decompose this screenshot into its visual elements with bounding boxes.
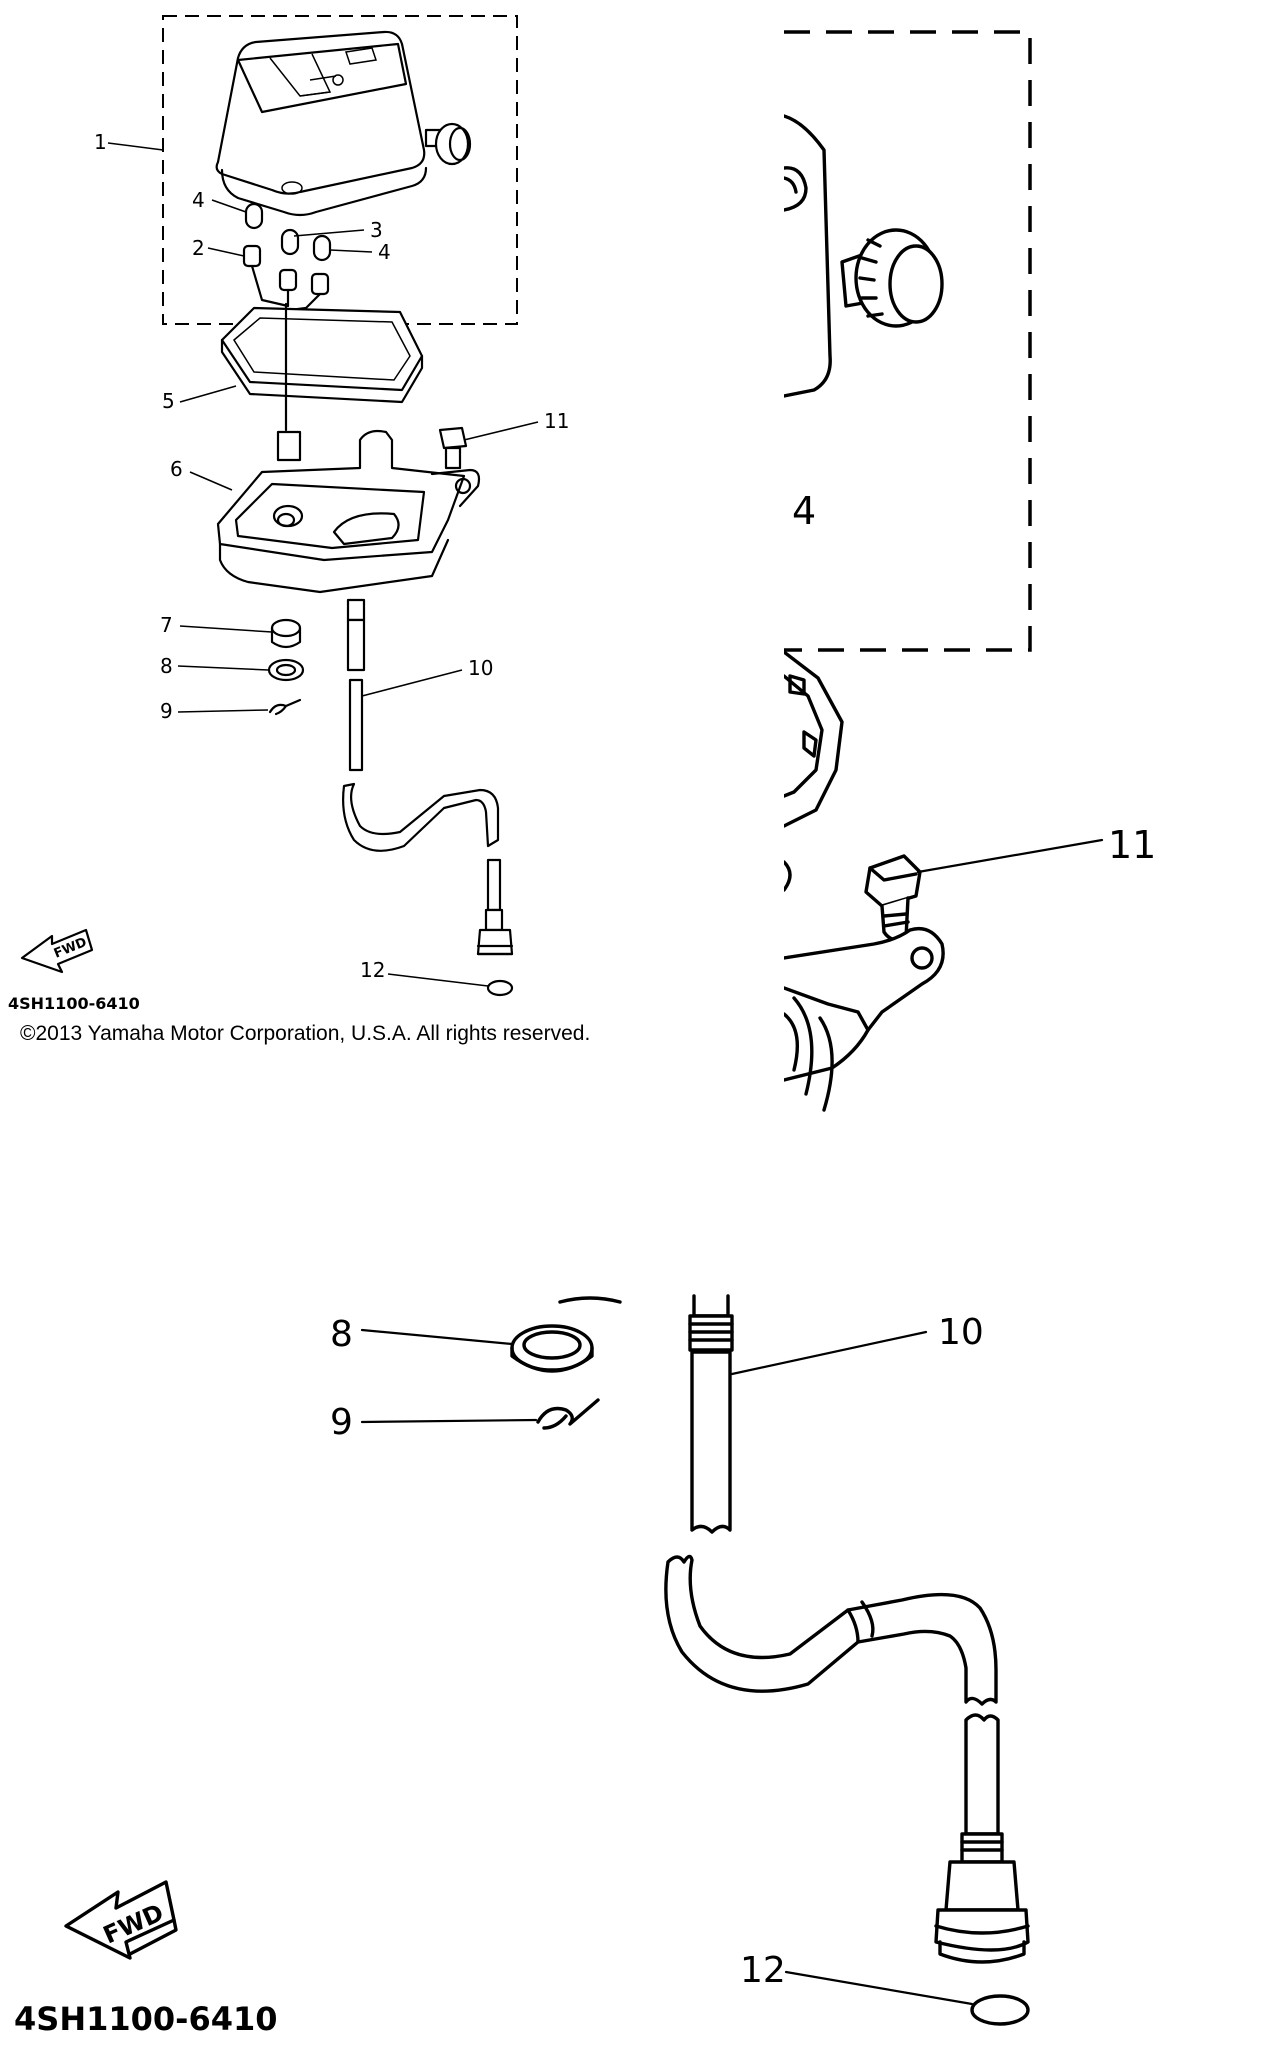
- copyright-notice: ©2013 Yamaha Motor Corporation, U.S.A. A…: [20, 1022, 591, 1045]
- zoom-bolt: [864, 854, 922, 942]
- callout-3: 3: [370, 218, 383, 242]
- callout-9: 9: [160, 699, 173, 723]
- callout-10: 10: [468, 656, 493, 680]
- washer: [267, 658, 305, 682]
- zoom-washer: [510, 1324, 594, 1373]
- callout-7: 7: [160, 613, 173, 637]
- zoom-leader-9: [360, 1418, 538, 1424]
- callout-8: 8: [160, 654, 173, 678]
- zoom-speedometer-cable: [664, 1294, 1030, 1964]
- callout-2: 2: [192, 236, 205, 260]
- zoom-bracket: [784, 860, 945, 1112]
- zoom-callout-12: 12: [740, 1950, 786, 1991]
- meter-cushion: [220, 302, 424, 432]
- bulb-4-right: [312, 234, 332, 262]
- zoom-top-right: 4 11: [784, 0, 1280, 1150]
- zoom-clip: [536, 1398, 600, 1430]
- callout-4-right: 4: [378, 240, 391, 264]
- callout-12: 12: [360, 958, 385, 982]
- o-ring: [486, 979, 514, 997]
- leader-lines: [107, 142, 539, 987]
- callout-11: 11: [544, 409, 569, 433]
- grommet: [270, 618, 302, 649]
- main-diagram-svg: 1 2 3 4 4 5 6 7 8 9 10 11 12 FWD 4SH1100…: [8, 15, 569, 1013]
- callout-4-left: 4: [192, 188, 205, 212]
- zoom-callout-11: 11: [1108, 823, 1156, 867]
- zoom-assembly-box: [784, 30, 1032, 652]
- callout-1: 1: [94, 130, 107, 154]
- zoom-part-code: 4SH1100-6410: [14, 2000, 278, 2038]
- zoom-leader-10: [730, 1330, 928, 1376]
- bulb-sockets: [242, 244, 330, 312]
- zoom-o-ring: [970, 1994, 1030, 2026]
- zoom-leader-11: [916, 838, 1104, 874]
- zoom-bottom-svg: 8 9 10 12 FWD 4SH1100-6410: [14, 1294, 1030, 2038]
- zoom-bottom: 8 9 10 12 FWD 4SH1100-6410: [0, 1290, 1280, 2048]
- bolt: [438, 426, 468, 470]
- wire-connector: [276, 430, 302, 462]
- bulb-4-left: [244, 202, 264, 230]
- zoom-top-svg: 4 11: [784, 30, 1156, 1112]
- speedometer-cable: [342, 598, 514, 956]
- zoom-knob: [840, 228, 944, 328]
- callout-5: 5: [162, 389, 175, 413]
- meter-housing: [215, 30, 472, 217]
- zoom-meter-housing: [784, 114, 832, 398]
- zoom-leader-12: [784, 1970, 974, 2006]
- zoom-callout-9: 9: [330, 1402, 353, 1443]
- zoom-callout-10: 10: [938, 1312, 984, 1353]
- zoom-callout-8: 8: [330, 1314, 353, 1355]
- main-diagram: 1 2 3 4 4 5 6 7 8 9 10 11 12 FWD 4SH1100…: [0, 0, 620, 1060]
- zoom-callout-4: 4: [792, 489, 816, 533]
- bulb-3: [280, 228, 300, 256]
- zoom-fwd-arrow-icon: FWD: [64, 1880, 178, 1960]
- callout-6: 6: [170, 457, 183, 481]
- clip: [268, 698, 302, 716]
- zoom-leader-8: [360, 1328, 514, 1346]
- part-code: 4SH1100-6410: [8, 994, 140, 1013]
- fwd-arrow-icon: FWD: [20, 928, 94, 974]
- meter-bracket: [216, 429, 481, 594]
